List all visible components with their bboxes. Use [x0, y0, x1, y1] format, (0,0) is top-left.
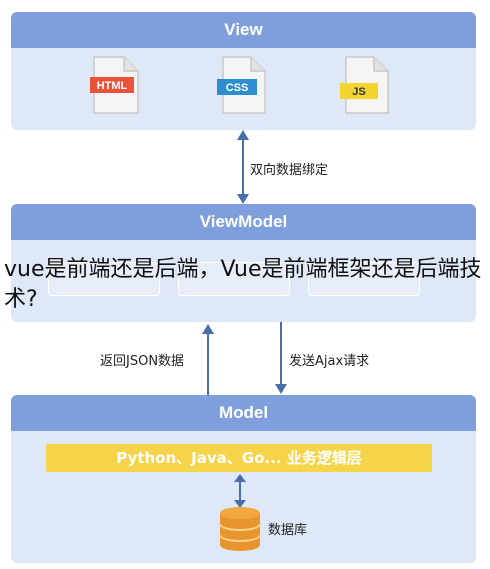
return-json-arrow	[202, 324, 214, 396]
viewmodel-box-right	[308, 262, 420, 296]
two-way-binding-arrow	[237, 130, 249, 204]
view-title: View	[11, 12, 476, 48]
js-file-icon: JS	[340, 56, 389, 114]
viewmodel-box-middle	[178, 262, 290, 296]
viewmodel-box-left	[48, 262, 160, 296]
overlay-caption: vue是前端还是后端，Vue是前端框架还是后端技术?	[4, 257, 482, 312]
send-ajax-arrow	[275, 322, 287, 394]
binding-label: 双向数据绑定	[250, 163, 329, 178]
html-file-label: HTML	[97, 80, 128, 92]
model-title: Model	[11, 395, 476, 431]
send-ajax-label: 发送Ajax请求	[289, 354, 370, 369]
database-icon	[219, 507, 261, 551]
js-file-label: JS	[352, 86, 365, 98]
css-file-icon: CSS	[217, 56, 266, 114]
database-arrow	[234, 474, 246, 508]
business-logic-bar: Python、Java、Go... 业务逻辑层	[46, 444, 432, 472]
html-file-icon: HTML	[90, 56, 139, 114]
css-file-label: CSS	[226, 82, 249, 94]
database-label: 数据库	[268, 523, 308, 538]
viewmodel-title: ViewModel	[11, 204, 476, 240]
return-json-label: 返回JSON数据	[100, 354, 185, 369]
